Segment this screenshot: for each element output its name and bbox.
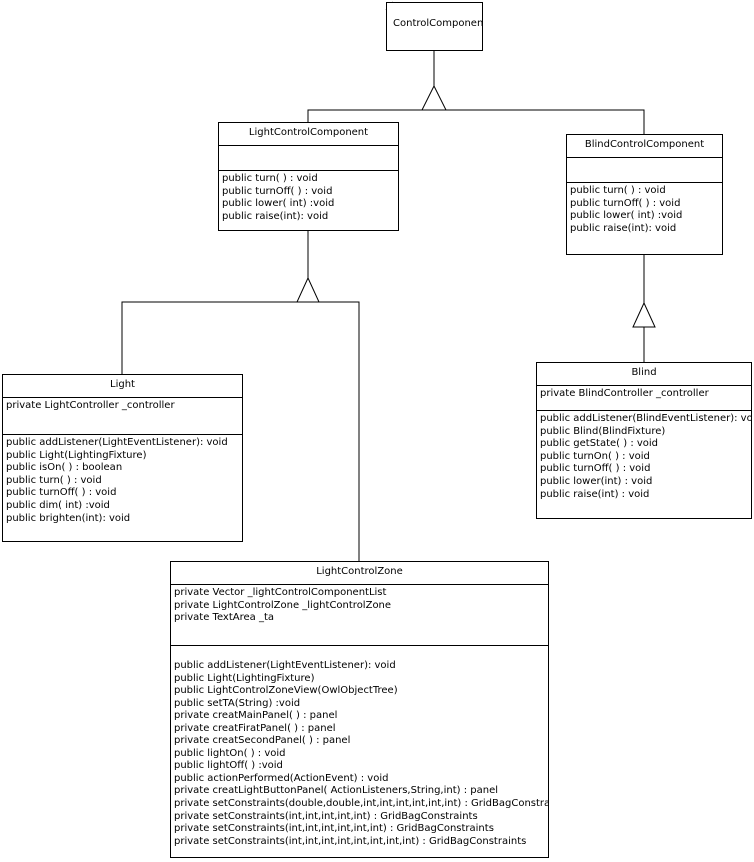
attributes-compartment: [219, 146, 398, 171]
operation: private setConstraints(int,int,int,int,i…: [174, 810, 478, 822]
operation: public turn( ) : void: [570, 185, 666, 196]
operation: public Blind(BlindFixture): [540, 425, 666, 437]
attribute: private TextArea _ta: [174, 612, 274, 624]
operation: public turnOff( ) : void: [540, 463, 651, 475]
attributes-compartment: private Vector _lightControlComponentLis…: [171, 585, 548, 646]
attribute: private LightController _controller: [6, 400, 175, 411]
operation: public Light(LightingFixture): [6, 449, 147, 461]
operations-compartment: public addListener(BlindEventListener): …: [537, 411, 751, 501]
class-control-component[interactable]: ControlComponent: [386, 2, 483, 51]
operation: public turnOff( ) : void: [222, 185, 333, 197]
class-blind[interactable]: Blind private BlindController _controlle…: [536, 362, 752, 519]
operation: public brighten(int): void: [6, 512, 131, 524]
class-light-control-zone[interactable]: LightControlZone private Vector _lightCo…: [170, 561, 549, 858]
class-name: ControlComponent: [393, 18, 483, 29]
operation: public turnOff( ) : void: [6, 487, 117, 499]
operation: private creatLightButtonPanel( ActionLis…: [174, 785, 499, 797]
operation: public addListener(LightEventListener): …: [174, 660, 396, 671]
operation: public addListener(BlindEventListener): …: [540, 413, 752, 424]
class-light-control-component[interactable]: LightControlComponent public turn( ) : v…: [218, 122, 399, 231]
operation: public dim( int) :void: [6, 499, 110, 511]
operation: public setTA(String) :void: [174, 697, 301, 709]
operations-compartment: public addListener(LightEventListener): …: [3, 435, 242, 525]
operations-compartment: public turn( ) : void public turnOff( ) …: [219, 171, 398, 223]
operation: private setConstraints(double,double,int…: [174, 798, 549, 810]
operation: private setConstraints(int,int,int,int,i…: [174, 823, 494, 835]
class-name: LightControlComponent: [219, 123, 398, 146]
attributes-compartment: private BlindController _controller: [537, 386, 751, 411]
operation: private setConstraints(int,int,int,int,i…: [174, 835, 527, 847]
operation: public isOn( ) : boolean: [6, 462, 123, 474]
operation: private creatMainPanel( ) : panel: [174, 710, 338, 722]
operation: public turn( ) : void: [222, 173, 318, 184]
operation: public Light(LightingFixture): [174, 672, 315, 684]
operation: private creatSecondPanel( ) : panel: [174, 735, 351, 747]
operation: public LightControlZoneView(OwlObjectTre…: [174, 685, 398, 697]
attribute: private BlindController _controller: [540, 388, 709, 399]
class-name: Light: [3, 375, 242, 398]
attribute: private Vector _lightControlComponentLis…: [174, 587, 387, 598]
class-name: LightControlZone: [171, 562, 548, 585]
operation: public turn( ) : void: [6, 474, 102, 486]
attribute: private LightControlZone _lightControlZo…: [174, 599, 392, 611]
operation: public lower( int) :void: [570, 210, 683, 222]
operation: public actionPerformed(ActionEvent) : vo…: [174, 772, 389, 784]
inheritance-controlcomponent: [307, 51, 645, 134]
operation: public turnOff( ) : void: [570, 197, 681, 209]
class-light[interactable]: Light private LightController _controlle…: [2, 374, 243, 542]
operation: public lightOff( ) :void: [174, 760, 283, 772]
operation: public lower( int) :void: [222, 198, 335, 210]
operation: public raise(int): void: [222, 210, 329, 222]
operation: public turnOn( ) : void: [540, 450, 650, 462]
operations-compartment: public addListener(LightEventListener): …: [171, 646, 548, 848]
attributes-compartment: [567, 158, 722, 183]
inheritance-blindcontrolcomponent: [632, 255, 656, 362]
operations-compartment: public turn( ) : void public turnOff( ) …: [567, 183, 722, 235]
operation: public addListener(LightEventListener): …: [6, 437, 228, 448]
class-blind-control-component[interactable]: BlindControlComponent public turn( ) : v…: [566, 134, 723, 255]
class-name: Blind: [537, 363, 751, 386]
operation: public lower(int) : void: [540, 475, 653, 487]
operation: public raise(int): void: [570, 222, 677, 234]
class-name: BlindControlComponent: [567, 135, 722, 158]
attributes-compartment: private LightController _controller: [3, 398, 242, 435]
operation: public raise(int) : void: [540, 488, 650, 500]
operation: public lightOn( ) : void: [174, 747, 286, 759]
operation: public getState( ) : void: [540, 438, 659, 450]
operation: private creatFiratPanel( ) : panel: [174, 722, 336, 734]
inheritance-lightcontrolcomponent: [121, 231, 360, 561]
